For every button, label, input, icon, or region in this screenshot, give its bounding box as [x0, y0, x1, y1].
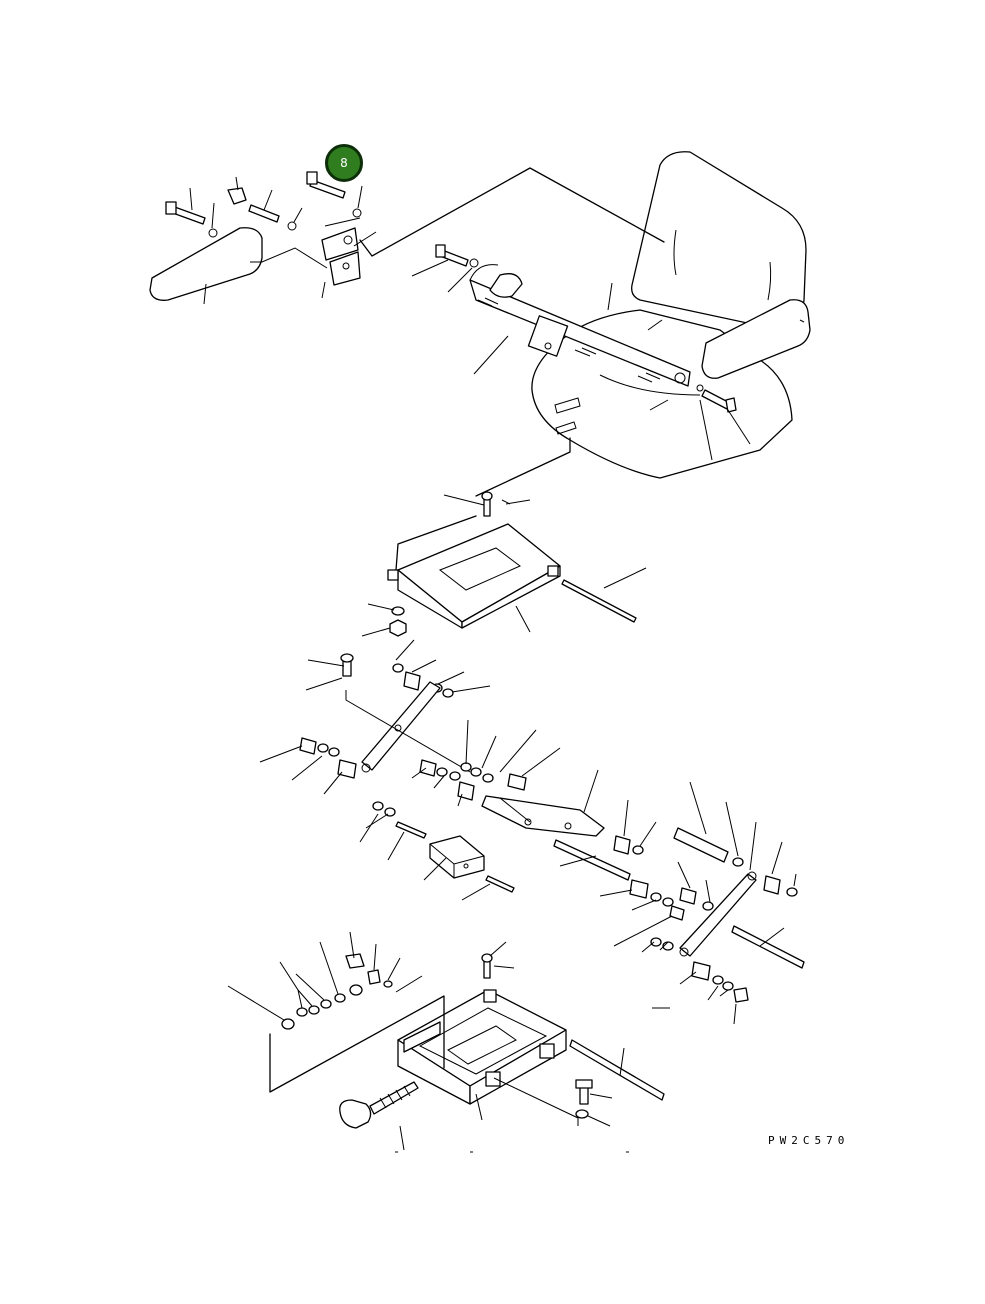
left-armrest-group: [149, 167, 665, 305]
belt-mount-bolts: [411, 244, 751, 461]
right-linkage: [641, 781, 805, 1025]
base-frame: [227, 931, 665, 1153]
center-arm: [411, 719, 714, 947]
suspension-linkage: [259, 639, 515, 901]
callout-8-number: 8: [340, 156, 348, 170]
callout-8-marker[interactable]: 8: [325, 144, 363, 182]
seat: [469, 151, 811, 479]
seat-mount-plate: [361, 437, 647, 637]
drawing-code: PW2C570: [768, 1134, 850, 1147]
